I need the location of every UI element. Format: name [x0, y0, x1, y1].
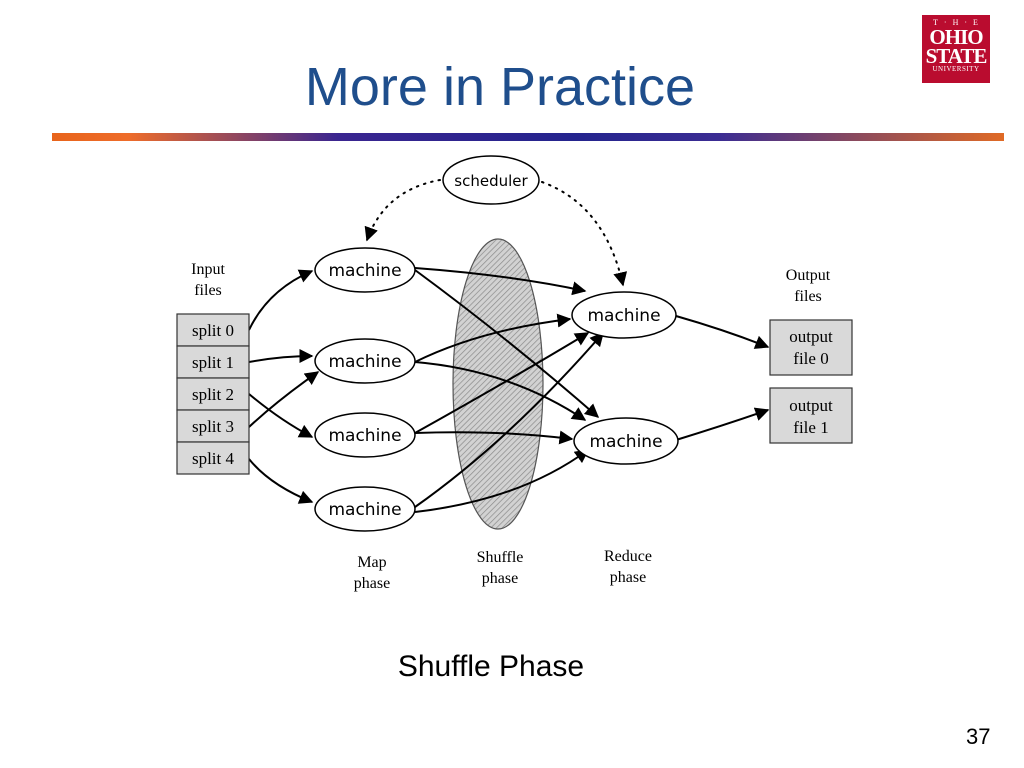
map-phase-label: phase	[354, 575, 390, 592]
output-file-label: output	[789, 327, 833, 346]
mapreduce-diagram: scheduler Input files split 0 split 1 sp…	[176, 155, 853, 592]
shuffle-arrow	[414, 269, 600, 418]
split-label: split 1	[192, 353, 234, 372]
output-file-label: file 0	[793, 349, 828, 368]
split-to-map-arrow	[248, 371, 320, 428]
split-label: split 4	[192, 449, 235, 468]
map-machine-node: machine	[314, 247, 416, 293]
shuffle-arrow	[414, 267, 587, 296]
output-file-box: output file 0	[769, 319, 853, 376]
machine-label: machine	[328, 261, 401, 281]
reduce-to-output-arrow	[675, 315, 770, 349]
logo-the: T·H·E	[933, 18, 984, 27]
machine-label: machine	[328, 500, 401, 520]
reduce-machine-node: machine	[573, 417, 679, 465]
shuffle-region	[452, 238, 544, 530]
split-to-map-arrow	[248, 458, 314, 504]
scheduler-to-reduce-arrow	[541, 181, 628, 287]
split-label: split 0	[192, 321, 234, 340]
split-box: split 3	[176, 409, 250, 443]
output-files-label: files	[794, 288, 822, 305]
machine-label: machine	[328, 352, 401, 372]
machine-label: machine	[587, 306, 660, 326]
split-box: split 0	[176, 313, 250, 347]
map-machine-node: machine	[314, 412, 416, 458]
shuffle-arrow	[414, 430, 574, 445]
shuffle-arrow	[414, 449, 590, 513]
input-files-label: Input	[191, 261, 225, 278]
map-machine-node: machine	[314, 338, 416, 384]
split-box: split 4	[176, 441, 250, 475]
machine-label: machine	[589, 432, 662, 452]
split-label: split 2	[192, 385, 234, 404]
output-files-label: Output	[786, 267, 831, 284]
map-phase-label: Map	[357, 554, 386, 571]
shuffle-phase-label: Shuffle	[477, 549, 524, 566]
split-label: split 3	[192, 417, 234, 436]
reduce-phase-label: phase	[610, 569, 646, 586]
machine-label: machine	[328, 426, 401, 446]
reduce-machine-node: machine	[571, 291, 677, 339]
scheduler-node	[442, 155, 540, 205]
shuffle-arrow	[414, 331, 604, 508]
slide-caption: Shuffle Phase	[397, 650, 585, 683]
shuffle-arrow	[414, 313, 572, 363]
input-files-label: files	[194, 282, 222, 299]
output-file-box: output file 1	[769, 387, 853, 444]
split-to-map-arrow	[248, 269, 314, 331]
output-file-label: file 1	[793, 418, 828, 437]
split-to-map-arrow	[248, 393, 314, 438]
scheduler-to-map-arrow	[364, 179, 441, 242]
split-box: split 2	[176, 377, 250, 411]
slide-title: More in Practice	[304, 57, 696, 117]
shuffle-arrow	[414, 332, 590, 434]
scheduler-label: scheduler	[454, 172, 528, 190]
split-to-map-arrow	[248, 349, 314, 364]
shuffle-arrow	[414, 361, 587, 421]
shuffle-phase-label: phase	[482, 570, 518, 587]
logo-line-state: STATE	[925, 44, 988, 68]
title-divider	[52, 133, 1004, 141]
logo-line-university: UNIVERSITY	[932, 65, 980, 73]
output-file-label: output	[789, 396, 833, 415]
university-logo: T·H·E OHIO STATE UNIVERSITY	[922, 15, 990, 83]
map-machine-node: machine	[314, 486, 416, 532]
reduce-to-output-arrow	[675, 407, 770, 441]
reduce-phase-label: Reduce	[604, 548, 652, 565]
split-box: split 1	[176, 345, 250, 379]
logo-line-ohio: OHIO	[929, 25, 983, 49]
page-number: 37	[966, 724, 991, 749]
